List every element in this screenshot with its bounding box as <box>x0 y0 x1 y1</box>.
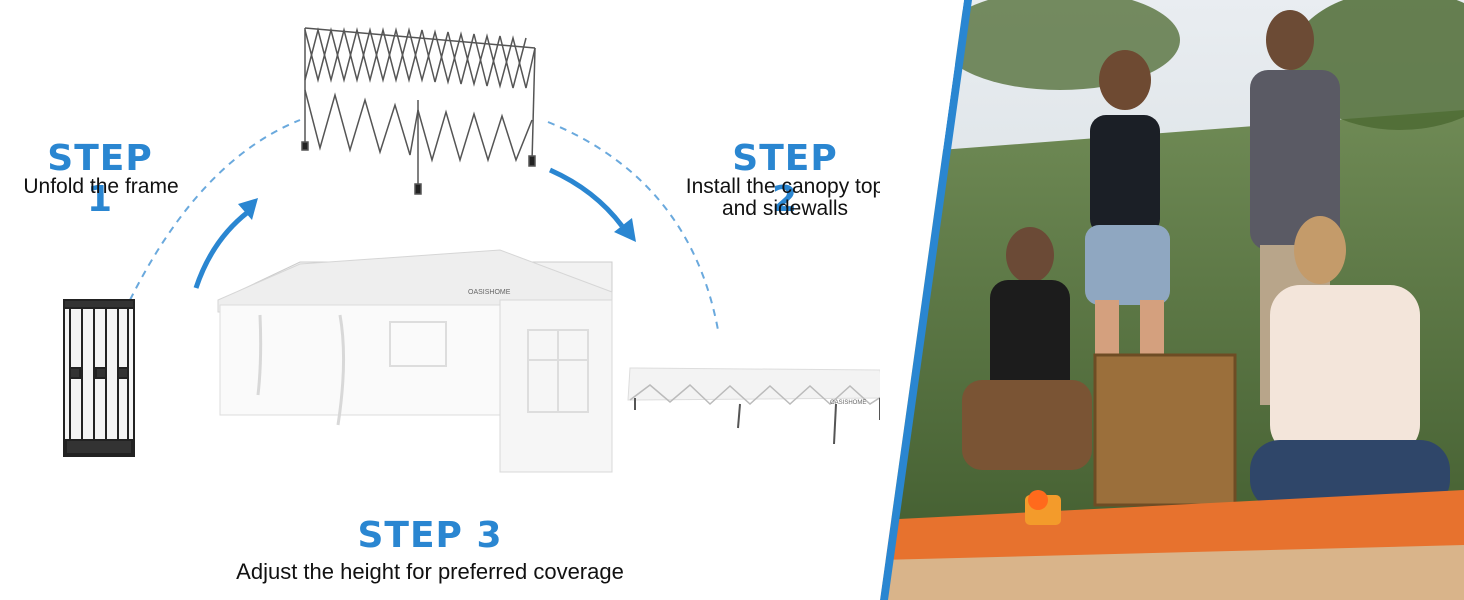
folded-frame-icon <box>63 299 135 457</box>
step-1-description: Unfold the frame <box>23 175 179 198</box>
canopy-tent-icon: OASISHOME <box>217 249 613 473</box>
picnic-scene-image <box>880 0 1464 600</box>
expanded-frame-icon <box>301 27 536 195</box>
instructions-panel: OASISHOME OASISHOME STEP 1 Unfold the fr… <box>23 27 910 584</box>
step-1-title: STEP 1 <box>47 138 153 220</box>
arrow-icon <box>193 198 258 289</box>
arrow-icon <box>548 167 636 242</box>
step-3-description: Adjust the height for preferred coverage <box>236 559 624 584</box>
step-2-description-line-1: Install the canopy top <box>685 175 885 198</box>
step-2-description-line-2: and sidewalls <box>721 197 849 221</box>
picnic-photo <box>880 0 1464 600</box>
dashed-arc <box>129 119 301 301</box>
step-2-title: STEP 2 <box>732 138 838 220</box>
step-3-title: STEP 3 <box>357 515 503 556</box>
instruction-illustration: OASISHOME OASISHOME <box>63 27 885 473</box>
brand-label: OASISHOME <box>830 400 866 406</box>
brand-label: OASISHOME <box>468 289 511 296</box>
step-2-description: Install the canopy top and sidewalls <box>660 175 910 221</box>
lowered-canopy-icon: OASISHOME <box>627 367 885 445</box>
